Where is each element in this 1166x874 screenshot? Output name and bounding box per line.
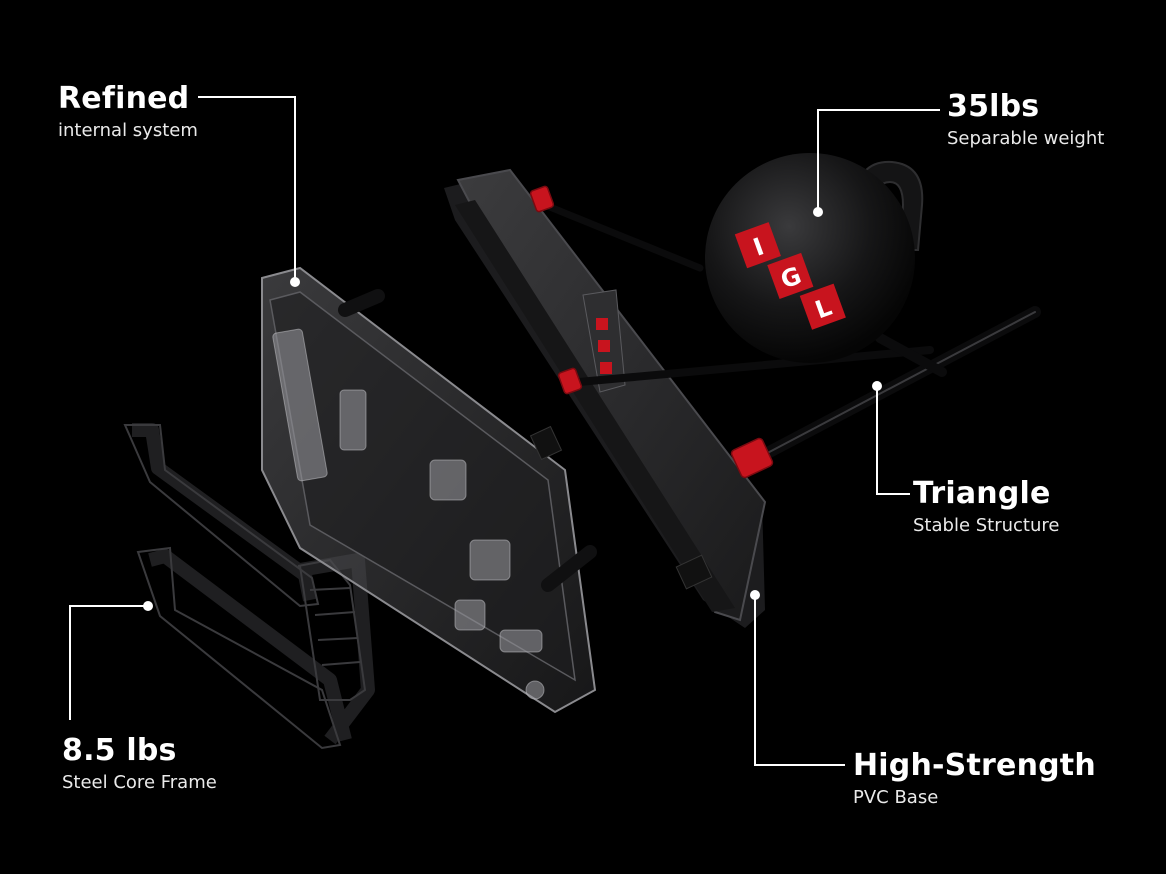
callout-lines: [69, 96, 940, 766]
callout-dot-weight: [813, 207, 823, 217]
callout-refined: Refined internal system: [58, 82, 198, 142]
callout-weight: 35lbs Separable weight: [947, 90, 1104, 150]
callout-dot-frame: [143, 601, 153, 611]
callout-triangle-title: Triangle: [913, 476, 1051, 511]
callout-line-base: [754, 595, 845, 766]
kettlebell-logo: I G L: [734, 222, 846, 330]
pvc-base: [444, 168, 767, 628]
callout-frame-subtitle: Steel Core Frame: [62, 772, 217, 793]
callout-line-refined: [198, 96, 296, 280]
kettlebell-weight: I G L: [705, 153, 924, 363]
callout-weight-subtitle: Separable weight: [947, 128, 1105, 149]
callout-dots: [143, 207, 882, 611]
callout-base-subtitle: PVC Base: [853, 787, 939, 808]
callout-line-weight: [817, 109, 940, 212]
base-logo: [582, 289, 626, 393]
callout-dot-base: [750, 590, 760, 600]
callout-dot-triangle: [872, 381, 882, 391]
transparent-internal-shell: [261, 266, 597, 714]
red-connectors: [529, 185, 774, 479]
callout-frame: 8.5 lbs Steel Core Frame: [62, 734, 217, 794]
callout-line-frame: [69, 605, 148, 720]
callout-frame-title: 8.5 lbs: [62, 733, 177, 768]
callout-base: High-Strength PVC Base: [853, 749, 1096, 809]
callout-refined-title: Refined: [58, 81, 190, 116]
callout-weight-title: 35lbs: [947, 89, 1040, 124]
triangle-rods: [541, 201, 1041, 464]
callout-refined-subtitle: internal system: [58, 120, 198, 141]
callout-line-triangle: [876, 388, 910, 495]
callout-triangle: Triangle Stable Structure: [913, 477, 1059, 537]
callout-base-title: High-Strength: [853, 748, 1096, 783]
callout-dot-refined: [290, 277, 300, 287]
callout-triangle-subtitle: Stable Structure: [913, 515, 1060, 536]
